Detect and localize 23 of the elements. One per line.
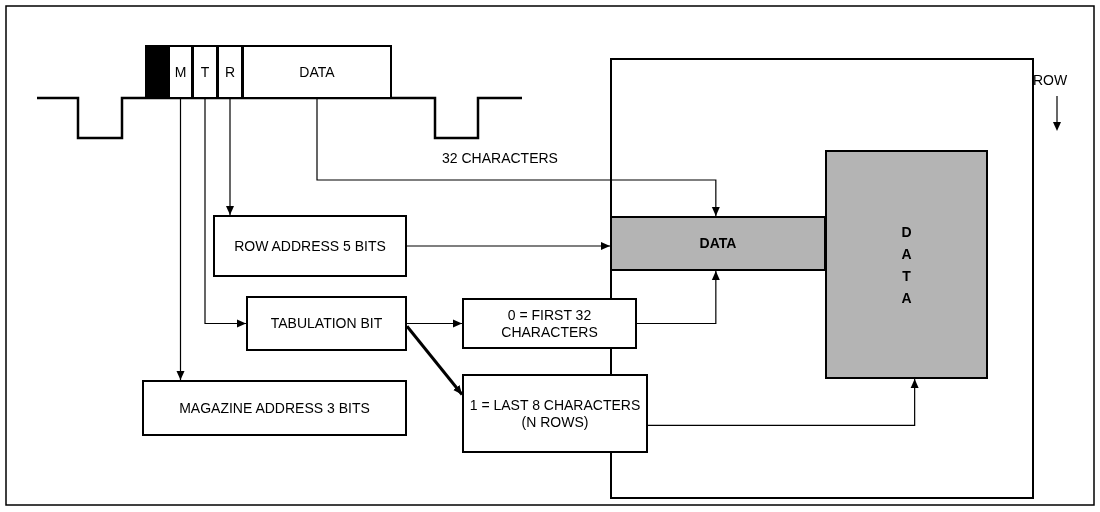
field-cell: M	[168, 45, 193, 99]
field-cell: R	[217, 45, 243, 99]
arrow	[204, 98, 247, 328]
data-column: DATA	[825, 150, 988, 379]
arrow	[647, 378, 919, 426]
edge-label: 32 CHARACTERS	[440, 150, 560, 166]
arrow	[406, 242, 611, 250]
process-box: TABULATION BIT	[246, 296, 407, 351]
data-band: DATA	[610, 216, 826, 271]
arrow	[226, 98, 234, 216]
process-box: 0 = FIRST 32 CHARACTERS	[462, 298, 637, 349]
arrow	[636, 270, 720, 325]
process-box: MAGAZINE ADDRESS 3 BITS	[142, 380, 407, 436]
process-box: ROW ADDRESS 5 BITS	[213, 215, 407, 277]
axis-label: ROW	[1033, 72, 1068, 88]
process-box: 1 = LAST 8 CHARACTERS (N ROWS)	[462, 374, 648, 453]
arrow	[405, 325, 464, 396]
field-cell: T	[192, 45, 218, 99]
arrow	[316, 98, 720, 217]
sync-bar	[145, 45, 169, 99]
data-field: DATA	[242, 45, 392, 99]
arrow	[176, 98, 185, 381]
arrow	[406, 319, 463, 328]
